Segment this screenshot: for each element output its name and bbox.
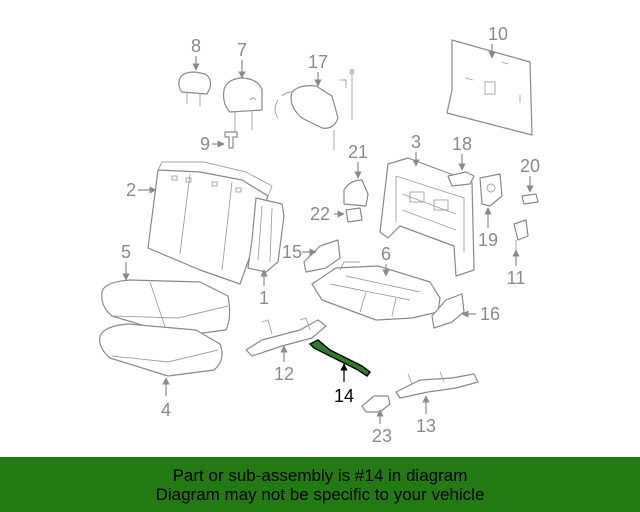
callout-2: 2 xyxy=(126,180,136,200)
part-3-back-frame xyxy=(379,157,475,277)
callout-23: 23 xyxy=(372,426,392,446)
callout-4: 4 xyxy=(161,400,171,420)
callout-20: 20 xyxy=(520,156,540,176)
info-banner: Part or sub-assembly is #14 in diagram D… xyxy=(0,457,640,512)
part-15-side-bracket xyxy=(303,239,341,273)
banner-part-reference: Part or sub-assembly is #14 in diagram xyxy=(172,465,468,485)
seat-parts-diagram: 8 7 9 17 10 2 3 18 21 20 22 19 11 1 5 6 … xyxy=(99,24,540,446)
callout-8: 8 xyxy=(191,36,201,56)
part-11-latch xyxy=(513,219,529,250)
callout-19: 19 xyxy=(478,230,498,250)
part-6-cushion-pan xyxy=(311,261,441,321)
callout-17: 17 xyxy=(308,52,328,72)
part-8-headrest xyxy=(178,71,212,106)
part-19-bracket xyxy=(479,173,503,207)
part-22-cap xyxy=(345,207,363,223)
callout-18: 18 xyxy=(452,134,472,154)
part-14-torsion-rod xyxy=(308,339,371,377)
part-9-guide xyxy=(224,131,238,149)
callout-14: 14 xyxy=(334,386,354,406)
callout-5: 5 xyxy=(121,242,131,262)
banner-disclaimer: Diagram may not be specific to your vehi… xyxy=(155,484,485,504)
callout-11: 11 xyxy=(507,268,526,288)
part-12-seat-rail xyxy=(245,317,327,357)
callout-9: 9 xyxy=(200,134,210,154)
part-1-frame-side xyxy=(247,197,285,273)
callout-6: 6 xyxy=(381,244,391,264)
callout-12: 12 xyxy=(274,364,294,384)
part-2-seat-back xyxy=(147,161,273,285)
callout-22: 22 xyxy=(310,204,330,224)
callout-16: 16 xyxy=(480,304,500,324)
part-23-cover xyxy=(361,395,391,413)
part-20-pad xyxy=(521,193,539,205)
leader-lines xyxy=(122,44,534,424)
part-7-headrest xyxy=(223,77,263,132)
part-18-clip xyxy=(447,171,475,187)
part-4-cushion-frame xyxy=(99,323,223,377)
part-17-cover xyxy=(274,68,355,150)
callout-10: 10 xyxy=(488,24,508,44)
callout-13: 13 xyxy=(416,416,436,436)
part-10-back-panel xyxy=(446,39,533,136)
part-13-seat-rail xyxy=(395,371,479,399)
callout-21: 21 xyxy=(348,142,368,162)
callout-15: 15 xyxy=(282,242,302,262)
part-21-hinge-cover xyxy=(343,179,369,207)
callout-labels: 8 7 9 17 10 2 3 18 21 20 22 19 11 1 5 6 … xyxy=(121,24,540,446)
callout-7: 7 xyxy=(237,40,247,60)
callout-3: 3 xyxy=(411,132,421,152)
callout-1: 1 xyxy=(259,288,269,308)
